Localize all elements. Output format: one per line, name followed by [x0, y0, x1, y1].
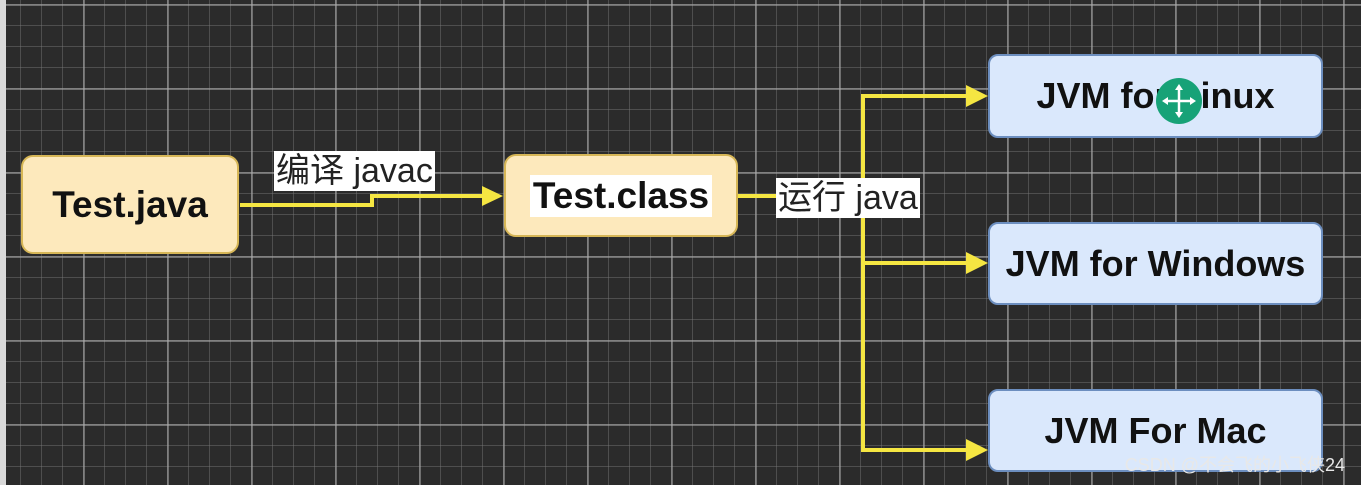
run-connector-mac[interactable] — [861, 263, 968, 452]
jvm-linux-node[interactable]: JVM for Linux — [988, 54, 1323, 138]
source-file-label: Test.java — [52, 183, 208, 225]
jvm-mac-label: JVM For Mac — [1044, 409, 1267, 451]
compile-connector[interactable] — [240, 194, 484, 207]
jvm-windows-node[interactable]: JVM for Windows — [988, 222, 1323, 305]
jvm-windows-label: JVM for Windows — [1005, 242, 1306, 284]
jvm-linux-label: JVM for Linux — [1036, 75, 1275, 116]
move-cursor-icon — [1156, 78, 1202, 124]
arrowhead-to-class — [482, 186, 503, 206]
compile-edge-label[interactable]: 编译 javac — [274, 151, 435, 191]
run-edge-label[interactable]: 运行 java — [776, 178, 920, 218]
arrowhead-to-mac — [966, 439, 988, 461]
jvm-mac-node[interactable]: JVM For Mac — [988, 389, 1323, 472]
class-file-label: Test.class — [529, 174, 713, 217]
canvas-left-edge — [0, 0, 6, 485]
source-file-node[interactable]: Test.java — [21, 155, 239, 254]
watermark: CSDN @不会飞的小飞侠24 — [1124, 455, 1345, 475]
arrowhead-to-windows — [966, 252, 988, 274]
arrowhead-to-linux — [966, 85, 988, 107]
class-file-node[interactable]: Test.class — [504, 154, 738, 237]
